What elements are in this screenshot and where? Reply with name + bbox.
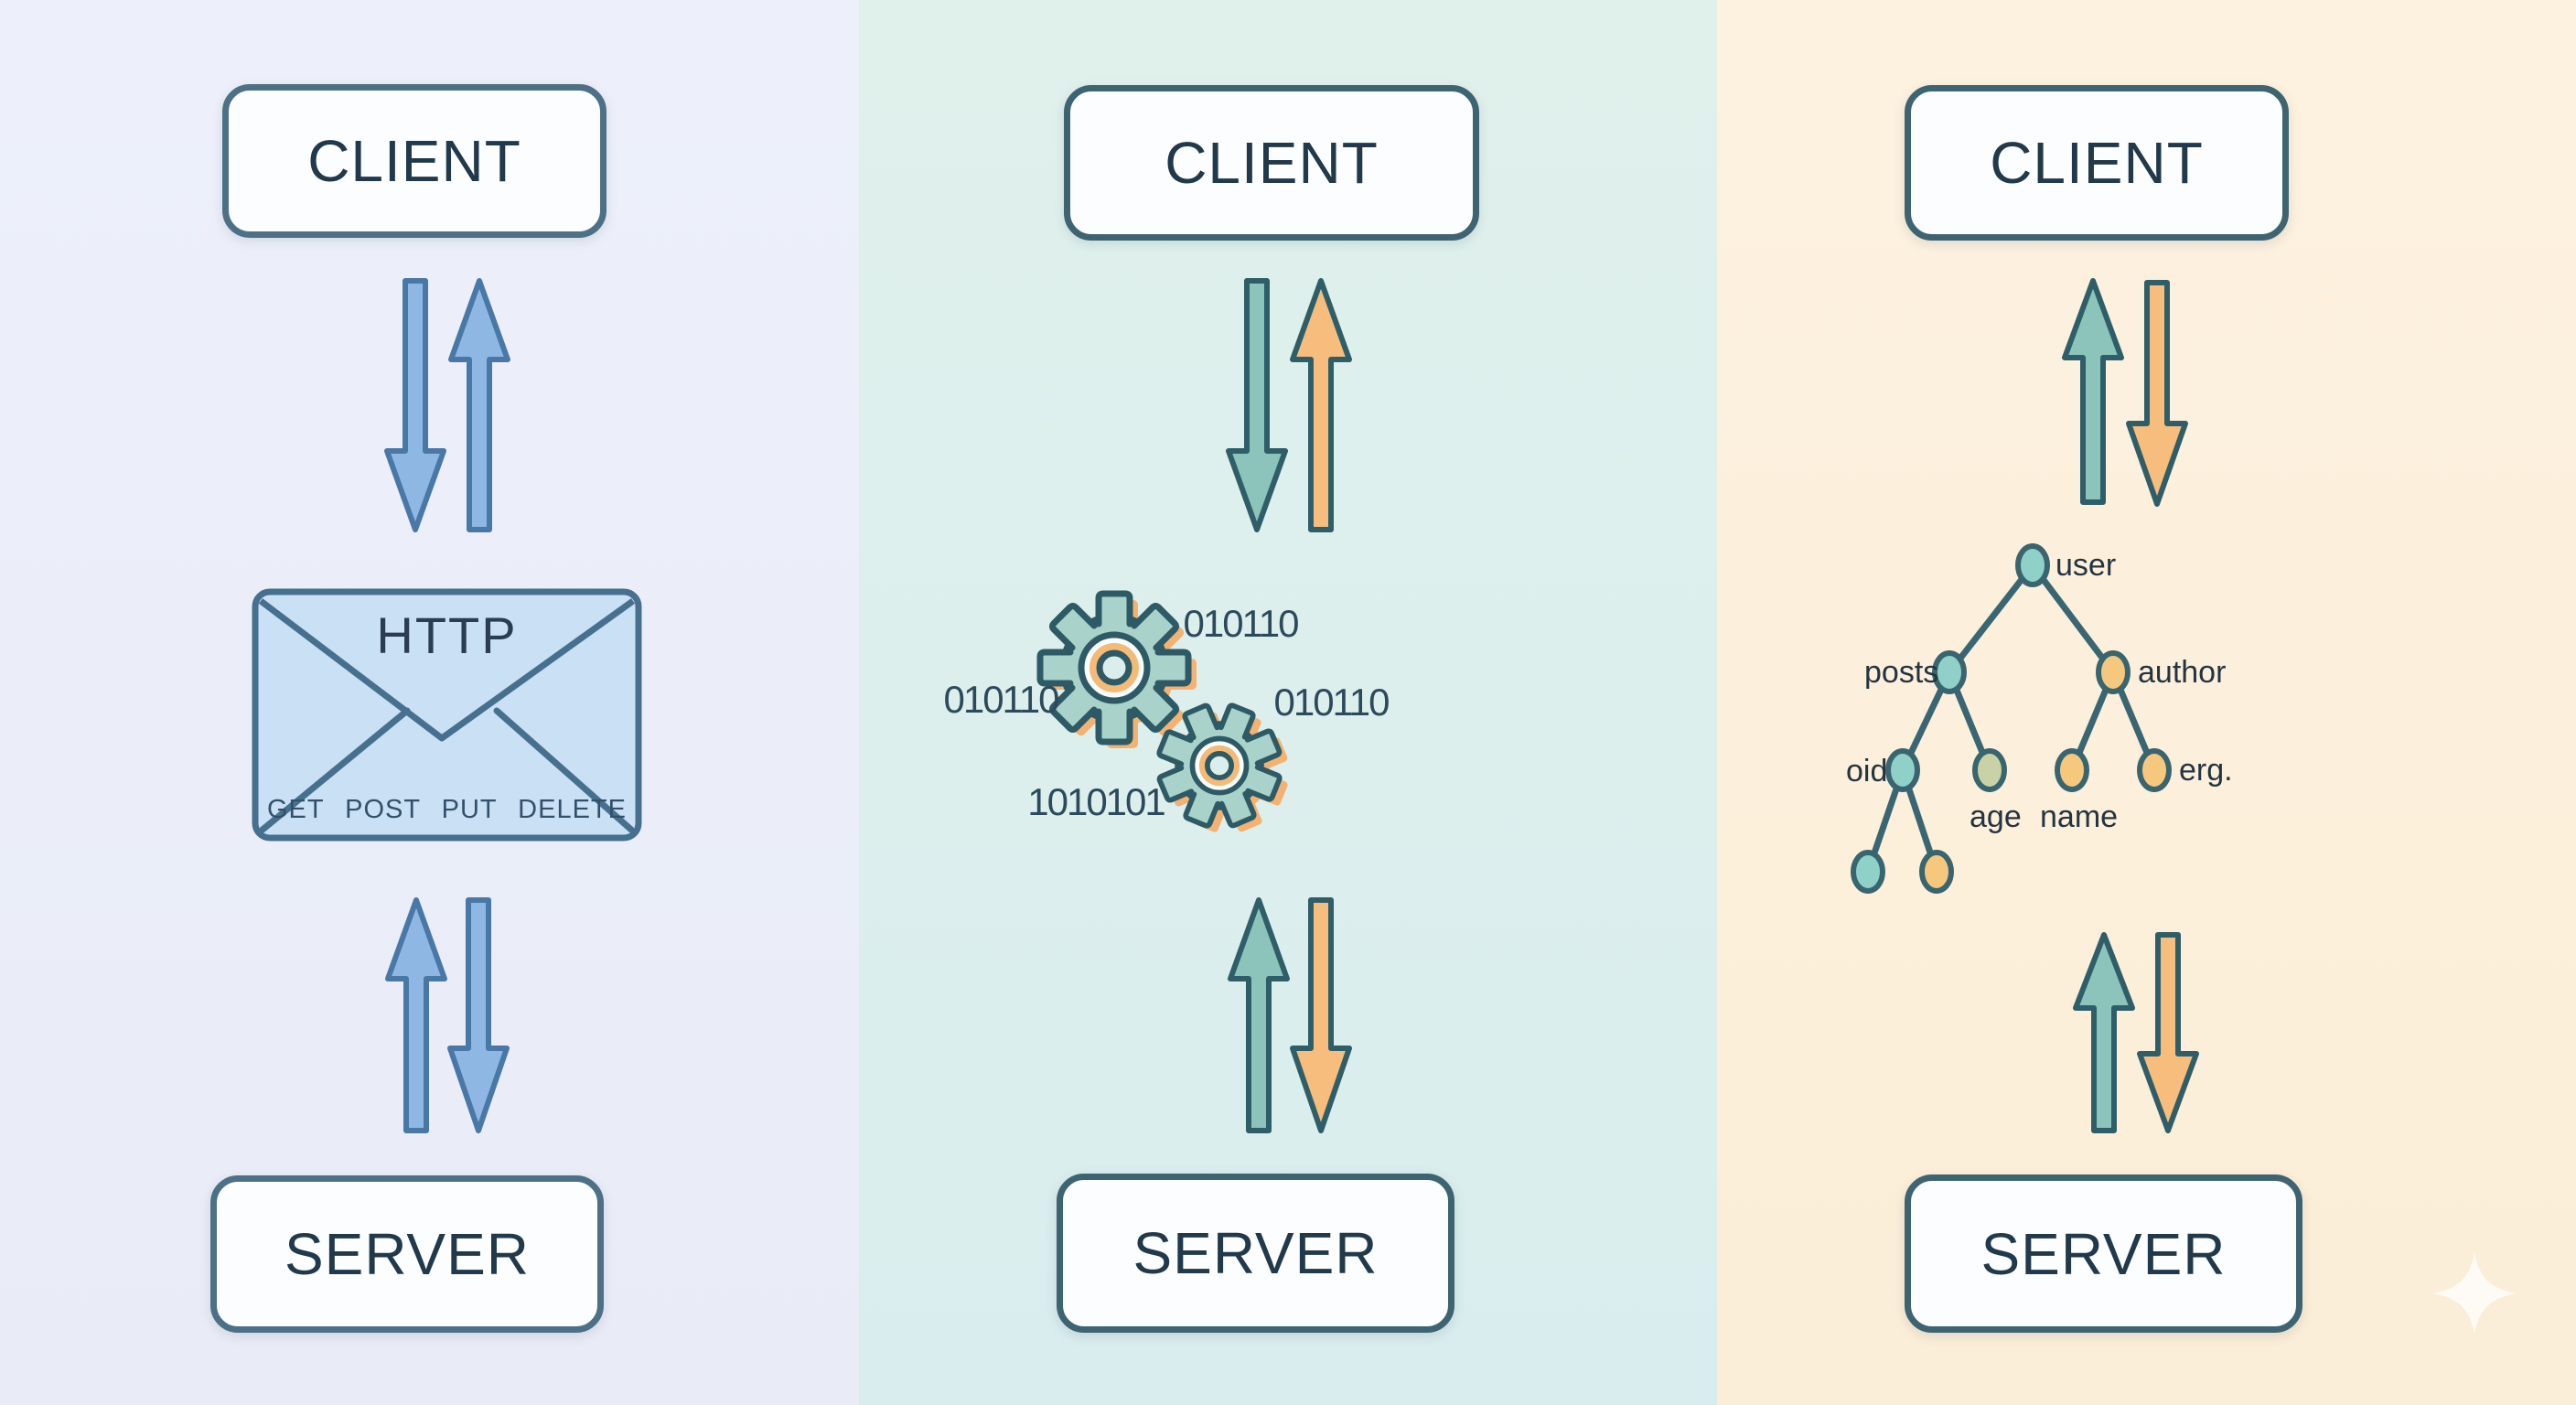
tree-node-leaf	[1851, 850, 1885, 894]
tree-label-name: name	[2040, 799, 2119, 834]
client-label: CLIENT	[307, 128, 521, 194]
tree-node-posts	[1932, 650, 1967, 694]
server-label: SERVER	[284, 1221, 531, 1287]
client-label: CLIENT	[1165, 130, 1379, 196]
tree-label-user: user	[2055, 548, 2117, 583]
panel-http: CLIENT HTTP GET POST PUT DELETE SERVER	[0, 0, 859, 1405]
client-label: CLIENT	[1990, 130, 2204, 196]
tree-label-oid: oid	[1846, 754, 1888, 788]
tree-label-author: author	[2138, 655, 2227, 690]
up-arrow-icon	[2073, 932, 2135, 1133]
envelope-icon	[252, 588, 642, 842]
panel-tree: CLIENT	[1717, 0, 2576, 1405]
down-arrow-icon	[2137, 932, 2199, 1133]
tree-node-name	[2055, 748, 2089, 792]
tree-node-oid	[1885, 748, 1920, 792]
down-arrow-icon	[1226, 278, 1288, 532]
server-box: SERVER	[1057, 1174, 1454, 1333]
tree-label-erg: erg.	[2179, 753, 2233, 788]
server-box: SERVER	[210, 1175, 604, 1333]
down-arrow-icon	[447, 897, 510, 1133]
up-arrow-icon	[1228, 897, 1290, 1133]
tree-node-leaf	[1919, 850, 1954, 894]
server-label: SERVER	[1132, 1220, 1379, 1286]
tree-label-age: age	[1970, 799, 2022, 834]
client-box: CLIENT	[222, 84, 606, 238]
gear-icon	[1156, 702, 1283, 829]
tree-node-user	[2015, 543, 2050, 587]
up-arrow-icon	[385, 897, 447, 1133]
json-tree-icon	[1851, 543, 2172, 894]
binary-string: 010110	[1183, 602, 1299, 645]
panel-binary: CLIENT	[859, 0, 1717, 1405]
up-arrow-icon	[2062, 278, 2124, 505]
gears-icon	[1036, 590, 1288, 832]
binary-string: 010110	[1273, 681, 1390, 724]
server-label: SERVER	[1980, 1220, 2227, 1287]
up-arrow-icon	[448, 278, 510, 532]
down-arrow-icon	[384, 278, 446, 532]
tree-node-author	[2096, 650, 2131, 694]
envelope-title: HTTP	[376, 606, 518, 664]
server-box: SERVER	[1905, 1174, 2302, 1333]
tree-node-age	[1972, 748, 2007, 792]
envelope-methods: GET POST PUT DELETE	[267, 795, 627, 824]
up-arrow-icon	[1290, 278, 1352, 532]
down-arrow-icon	[1290, 897, 1352, 1133]
binary-string: 010110	[943, 678, 1059, 721]
client-box: CLIENT	[1064, 85, 1479, 241]
client-box: CLIENT	[1905, 85, 2289, 241]
tree-node-erg	[2137, 748, 2172, 792]
binary-string: 1010101	[1027, 780, 1166, 823]
sparkle-icon	[2433, 1253, 2516, 1334]
gear-icon	[1036, 590, 1192, 745]
down-arrow-icon	[2126, 280, 2188, 507]
tree-label-posts: posts	[1864, 655, 1939, 690]
